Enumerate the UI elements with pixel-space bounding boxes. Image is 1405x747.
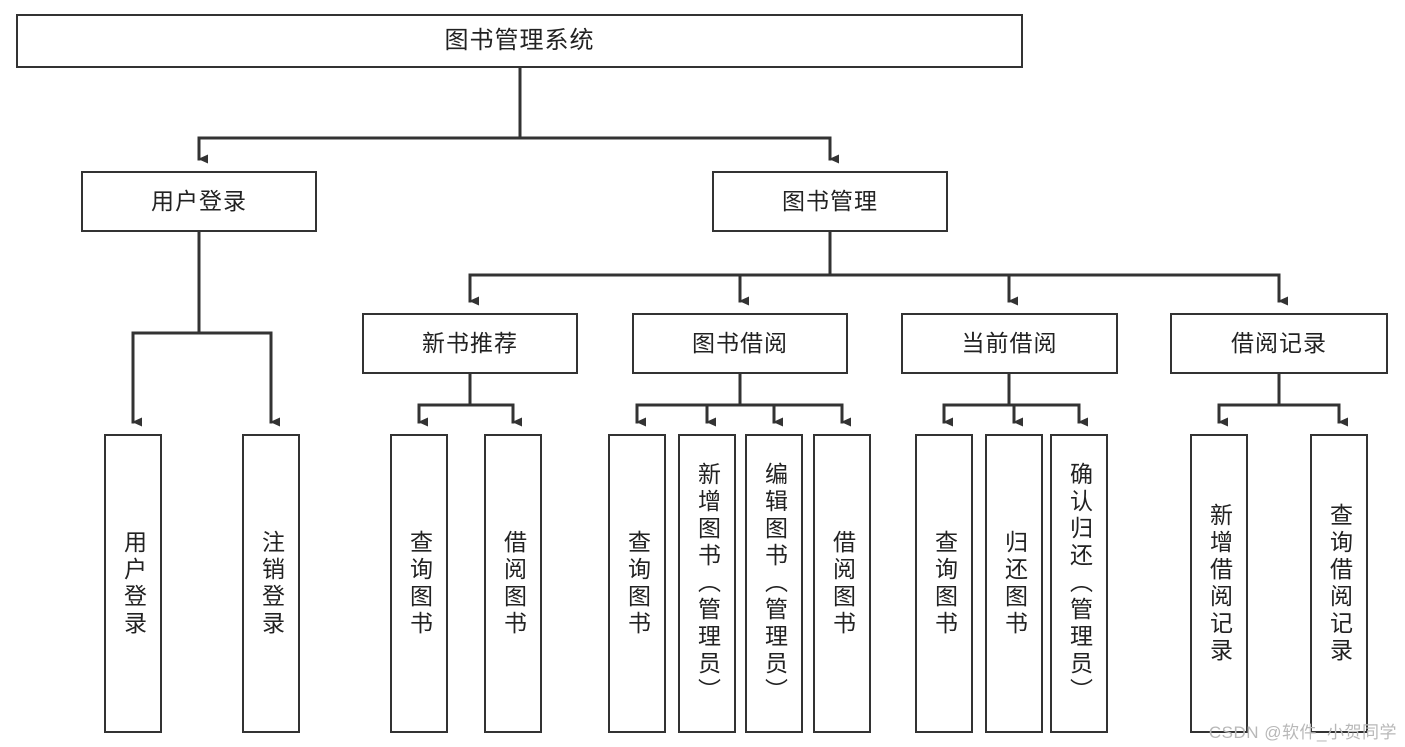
leaf-borrow-book-recommend[interactable]: 借阅图书 (484, 434, 542, 733)
node-label: 确认归还（管理员） (1066, 462, 1093, 705)
node-label: 借阅图书 (500, 529, 527, 638)
node-label: 新增借阅记录 (1206, 502, 1233, 665)
node-book-management[interactable]: 图书管理 (712, 171, 948, 232)
node-label: 查询图书 (931, 529, 958, 638)
leaf-confirm-return-admin[interactable]: 确认归还（管理员） (1050, 434, 1108, 733)
node-label: 借阅记录 (1231, 330, 1327, 357)
node-label: 图书管理系统 (444, 27, 595, 55)
node-user-login[interactable]: 用户登录 (81, 171, 317, 232)
node-label: 借阅图书 (829, 529, 856, 638)
node-label: 查询借阅记录 (1326, 502, 1353, 665)
node-new-book-recommend[interactable]: 新书推荐 (362, 313, 578, 374)
node-label: 图书借阅 (692, 330, 788, 357)
node-current-borrow[interactable]: 当前借阅 (901, 313, 1118, 374)
csdn-watermark: CSDN @软件_小贺同学 (1208, 723, 1397, 742)
leaf-logout[interactable]: 注销登录 (242, 434, 300, 733)
leaf-borrow-book[interactable]: 借阅图书 (813, 434, 871, 733)
leaf-user-login[interactable]: 用户登录 (104, 434, 162, 733)
node-label: 归还图书 (1001, 529, 1028, 638)
leaf-query-book-borrow[interactable]: 查询图书 (608, 434, 666, 733)
leaf-query-borrow-record[interactable]: 查询借阅记录 (1310, 434, 1368, 733)
node-label: 查询图书 (406, 529, 433, 638)
node-label: 用户登录 (120, 529, 147, 638)
node-label: 编辑图书（管理员） (761, 462, 788, 705)
leaf-return-book[interactable]: 归还图书 (985, 434, 1043, 733)
node-label: 注销登录 (258, 529, 285, 638)
node-label: 图书管理 (782, 188, 878, 215)
node-label: 新书推荐 (422, 330, 518, 357)
leaf-add-borrow-record[interactable]: 新增借阅记录 (1190, 434, 1248, 733)
node-label: 新增图书（管理员） (694, 462, 721, 705)
leaf-query-book-recommend[interactable]: 查询图书 (390, 434, 448, 733)
node-label: 用户登录 (151, 188, 247, 215)
node-label: 查询图书 (624, 529, 651, 638)
leaf-add-book-admin[interactable]: 新增图书（管理员） (678, 434, 736, 733)
leaf-query-book-current[interactable]: 查询图书 (915, 434, 973, 733)
node-label: 当前借阅 (961, 330, 1058, 357)
node-book-borrow[interactable]: 图书借阅 (632, 313, 848, 374)
node-borrow-records[interactable]: 借阅记录 (1170, 313, 1388, 374)
leaf-edit-book-admin[interactable]: 编辑图书（管理员） (745, 434, 803, 733)
node-root-system[interactable]: 图书管理系统 (16, 14, 1023, 68)
